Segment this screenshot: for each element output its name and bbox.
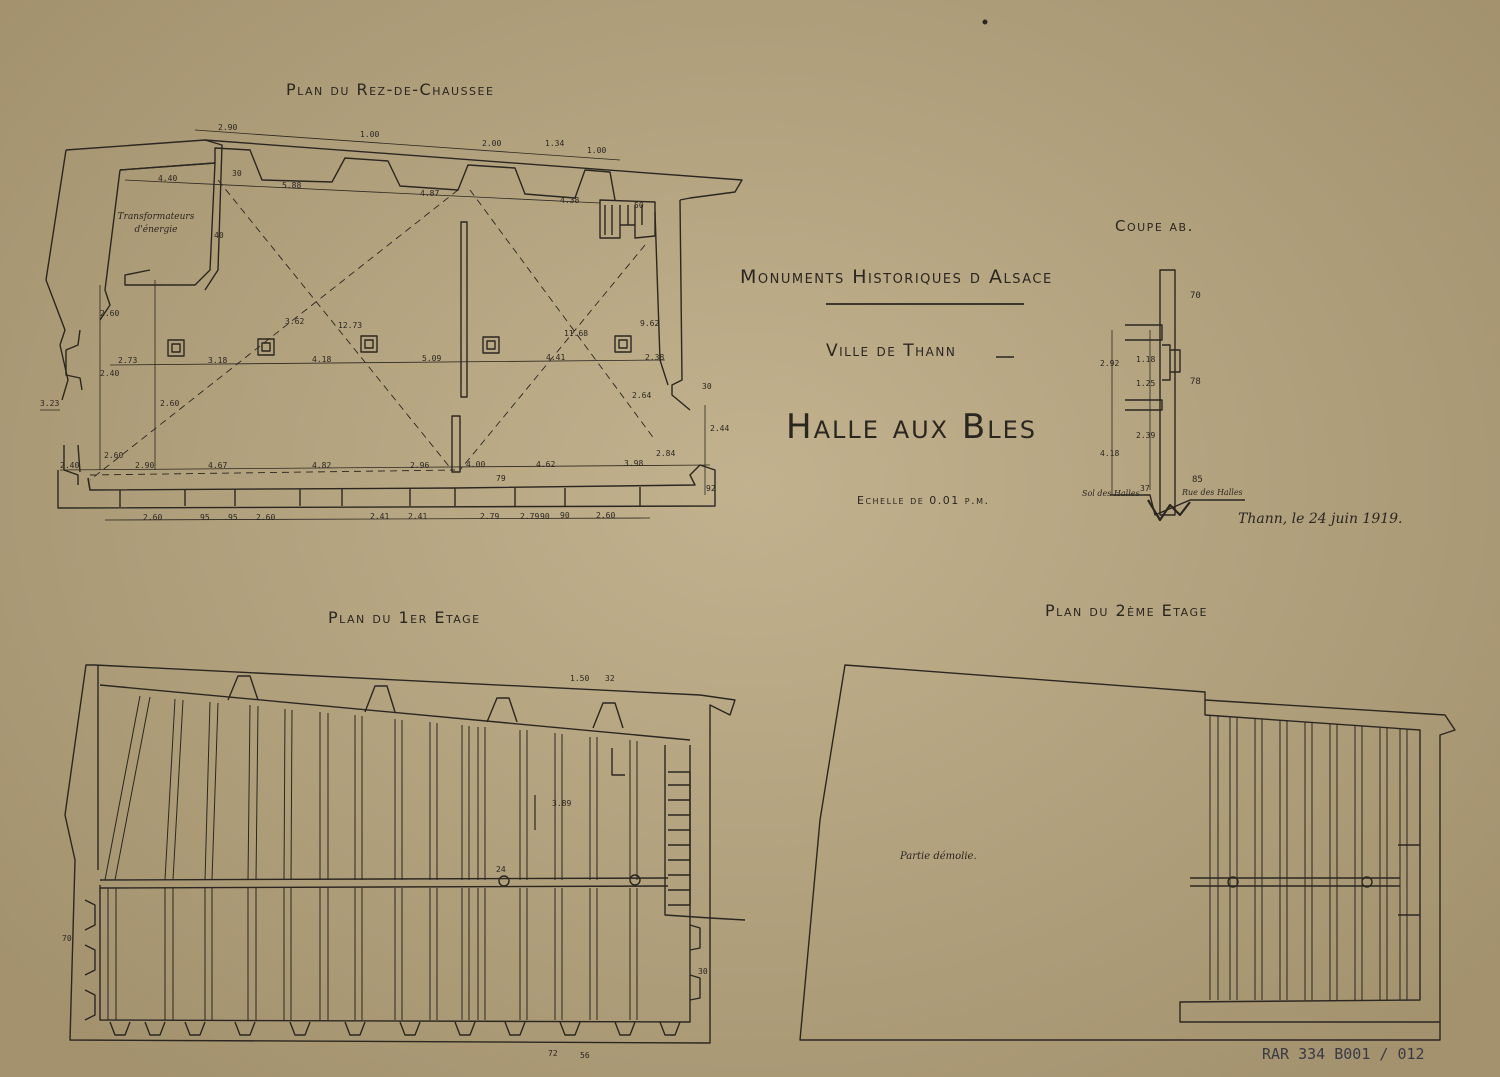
dim-label: 2.39 bbox=[1136, 431, 1156, 440]
dim-label: 92 bbox=[706, 484, 716, 493]
dim-label: 50 bbox=[634, 201, 644, 210]
dim-label: 30 bbox=[232, 169, 242, 178]
coupe-ground-hatch bbox=[1147, 499, 1191, 522]
dim-label: 1.18 bbox=[1136, 355, 1156, 364]
plan-rdc-diagonals bbox=[89, 179, 656, 481]
dim-label: 2.60 bbox=[160, 399, 180, 408]
dim-label: 78 bbox=[1190, 377, 1201, 387]
dim-label: 4.67 bbox=[208, 461, 228, 470]
dim-label: 72 bbox=[548, 1049, 558, 1058]
dim-label: 90 bbox=[560, 511, 570, 520]
dim-label: 2.79 bbox=[480, 512, 500, 521]
dim-label: 3.98 bbox=[624, 459, 644, 468]
dim-label: 9.62 bbox=[640, 319, 660, 328]
dim-label: 2.41 bbox=[370, 512, 390, 521]
dim-label: 37 bbox=[1140, 484, 1150, 493]
dim-label: 2.73 bbox=[118, 356, 138, 365]
dim-label: 3.62 bbox=[285, 317, 305, 326]
dim-label: 79 bbox=[496, 474, 506, 483]
dim-label: 2.60 bbox=[143, 513, 163, 522]
dim-label: 2.60 bbox=[100, 309, 120, 318]
plan-etage2-title: Plan du 2ème Etage bbox=[1045, 601, 1208, 620]
plan-etage1-title: Plan du 1er Etage bbox=[328, 608, 481, 627]
dim-label: 90 bbox=[540, 512, 550, 521]
building-title: Halle aux Bles bbox=[786, 407, 1038, 447]
plan-etage2-walls bbox=[799, 664, 1456, 1041]
dim-label: 30 bbox=[698, 967, 708, 976]
plan-rdc-dimension-lines bbox=[40, 129, 711, 521]
dim-label: 56 bbox=[580, 1051, 590, 1060]
dim-label: 11.68 bbox=[564, 329, 589, 338]
dim-label: 2.96 bbox=[410, 461, 430, 470]
city-title: Ville de Thann bbox=[826, 341, 957, 361]
sol-halles-note: Sol des Halles bbox=[1082, 489, 1140, 498]
dim-label: 4.18 bbox=[1100, 449, 1120, 458]
dim-label: 2.60 bbox=[596, 511, 616, 520]
dim-label: 70 bbox=[62, 934, 72, 943]
plan-etage1-joists bbox=[104, 695, 638, 1020]
dim-label: 2.38 bbox=[645, 353, 665, 362]
dim-label: 1.50 bbox=[570, 674, 590, 683]
dim-label: 4.18 bbox=[312, 355, 332, 364]
dim-label: 2.44 bbox=[710, 424, 730, 433]
dim-label: 70 bbox=[1190, 291, 1201, 301]
dim-label: 95 bbox=[228, 513, 238, 522]
dim-label: 5.09 bbox=[422, 354, 442, 363]
dim-label: 3.23 bbox=[40, 399, 60, 408]
dim-label: 2.64 bbox=[632, 391, 652, 400]
coupe-title: Coupe ab. bbox=[1115, 217, 1194, 235]
dim-label: 2.79 bbox=[520, 512, 540, 521]
dim-label: 5.88 bbox=[282, 181, 302, 190]
dim-label: 4.41 bbox=[546, 353, 566, 362]
dim-label: 85 bbox=[1192, 475, 1203, 485]
dim-label: 3.89 bbox=[552, 799, 572, 808]
dim-label: 40 bbox=[214, 231, 224, 240]
dim-label: 30 bbox=[702, 382, 712, 391]
dim-label: 1.00 bbox=[360, 130, 380, 139]
rue-halles-note: Rue des Halles bbox=[1182, 488, 1243, 497]
dim-label: 4.82 bbox=[312, 461, 332, 470]
date-label: Thann, le 24 juin 1919. bbox=[1238, 511, 1403, 527]
coupe-section bbox=[1110, 269, 1245, 516]
dim-label: 24 bbox=[496, 865, 506, 874]
dim-label: 1.34 bbox=[545, 139, 565, 148]
dim-label: 4.38 bbox=[560, 196, 580, 205]
dim-label: 2.00 bbox=[482, 139, 502, 148]
dim-label: 2.90 bbox=[218, 123, 238, 132]
dim-label: 2.40 bbox=[100, 369, 120, 378]
dim-label: 1.25 bbox=[1136, 379, 1156, 388]
plan-rdc-title: Plan du Rez-de-Chaussee bbox=[286, 80, 495, 99]
dim-label: 2.40 bbox=[60, 461, 80, 470]
dim-label: 2.60 bbox=[256, 513, 276, 522]
transformateurs-note: Transformateurs d'énergie bbox=[117, 212, 195, 235]
dim-label: 2.60 bbox=[104, 451, 124, 460]
archive-stamp: RAR 334 B001 / 012 bbox=[1262, 1045, 1425, 1063]
organization-title: Monuments Historiques d Alsace bbox=[740, 266, 1053, 288]
dim-label: 32 bbox=[605, 674, 615, 683]
dim-label: 4.40 bbox=[158, 174, 178, 183]
dim-label: 1.00 bbox=[587, 146, 607, 155]
scale-label: Echelle de 0.01 p.m. bbox=[857, 494, 990, 507]
ink-dot bbox=[982, 19, 988, 25]
dim-label: 2.90 bbox=[135, 461, 155, 470]
plan-etage1-walls bbox=[64, 664, 746, 1044]
dim-label: 4.87 bbox=[420, 189, 440, 198]
dim-label: 2.41 bbox=[408, 512, 428, 521]
dim-label: 4.00 bbox=[466, 460, 486, 469]
dim-label: 95 bbox=[200, 513, 210, 522]
dim-label: 4.62 bbox=[536, 460, 556, 469]
plan-etage2-joists bbox=[1209, 715, 1408, 1000]
dim-label: 12.73 bbox=[338, 321, 363, 330]
partie-demolie-note: Partie démolie. bbox=[900, 851, 977, 862]
dim-label: 2.84 bbox=[656, 449, 676, 458]
dim-label: 3.18 bbox=[208, 356, 228, 365]
plan-rdc-walls bbox=[45, 139, 743, 509]
dim-label: 2.92 bbox=[1100, 359, 1120, 368]
